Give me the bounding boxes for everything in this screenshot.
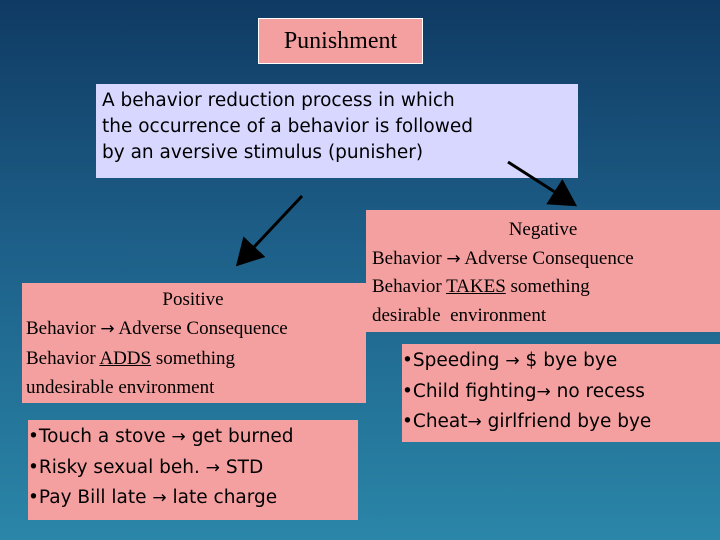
definition-box: A behavior reduction process in which th… — [96, 84, 578, 178]
right-arrow-icon: → — [446, 248, 461, 269]
example-behavior: •Touch a stove — [28, 426, 166, 447]
example-behavior: •Cheat — [402, 411, 468, 432]
negative-box: Negative Behavior → Adverse Consequence … — [366, 210, 720, 332]
positive-adds: ADDS — [99, 348, 152, 369]
negative-line-2-b: something — [510, 276, 590, 297]
positive-examples: •Touch a stove → get burned •Risky sexua… — [28, 420, 358, 520]
list-item: •Child fighting→ no recess — [402, 377, 720, 408]
negative-line-1-b: Adverse Consequence — [464, 247, 634, 269]
negative-line-3: desirable environment — [372, 304, 547, 326]
right-arrow-icon: → — [100, 319, 115, 339]
positive-line-2-b: something — [155, 348, 236, 369]
positive-line-3: undesirable environment — [26, 377, 215, 398]
right-arrow-icon: → — [152, 488, 167, 508]
example-consequence: $ bye bye — [525, 350, 618, 371]
right-arrow-icon: → — [505, 351, 520, 371]
positive-box: Positive Behavior → Adverse Consequence … — [22, 283, 366, 403]
negative-takes: TAKES — [446, 276, 506, 297]
positive-line-1: Behavior → Adverse Consequence — [26, 314, 360, 344]
example-consequence: girlfriend bye bye — [487, 411, 652, 432]
example-behavior: •Speeding — [402, 350, 500, 371]
example-consequence: no recess — [556, 380, 645, 402]
list-item: •Risky sexual beh. → STD — [28, 453, 358, 484]
positive-heading: Positive — [162, 289, 224, 310]
example-consequence: get burned — [191, 426, 294, 447]
example-behavior: •Risky sexual beh. — [28, 456, 200, 478]
right-arrow-icon: → — [536, 381, 551, 402]
definition-line-3: by an aversive stimulus (punisher) — [102, 142, 424, 163]
right-arrow-icon: → — [205, 457, 221, 478]
definition-line-2: the occurrence of a behavior is followed — [102, 116, 474, 137]
negative-line-2-a: Behavior — [372, 276, 442, 297]
arrow-to-positive — [235, 194, 304, 267]
negative-line-2: Behavior TAKES something — [372, 273, 714, 302]
negative-heading: Negative — [508, 219, 578, 240]
example-behavior: •Pay Bill late — [28, 487, 147, 508]
list-item: •Speeding → $ bye bye — [402, 346, 720, 377]
list-item: •Pay Bill late → late charge — [28, 483, 358, 514]
negative-line-1-a: Behavior — [372, 247, 442, 269]
slide-title: Punishment — [283, 27, 398, 54]
title-box: Punishment — [258, 18, 423, 64]
negative-examples: •Speeding → $ bye bye •Child fighting→ n… — [402, 344, 720, 442]
example-consequence: late charge — [172, 487, 278, 508]
list-item: •Cheat→ girlfriend bye bye — [402, 407, 720, 438]
example-consequence: STD — [225, 456, 264, 478]
positive-line-1-a: Behavior — [26, 318, 96, 339]
list-item: •Touch a stove → get burned — [28, 422, 358, 453]
example-behavior: •Child fighting — [402, 380, 537, 402]
definition-line-1: A behavior reduction process in which — [102, 90, 455, 111]
right-arrow-icon: → — [467, 412, 482, 432]
positive-line-1-b: Adverse Consequence — [118, 318, 288, 339]
positive-line-2: Behavior ADDS something — [26, 344, 360, 373]
positive-line-2-a: Behavior — [26, 348, 96, 369]
negative-line-1: Behavior → Adverse Consequence — [372, 245, 714, 274]
right-arrow-icon: → — [171, 427, 186, 447]
